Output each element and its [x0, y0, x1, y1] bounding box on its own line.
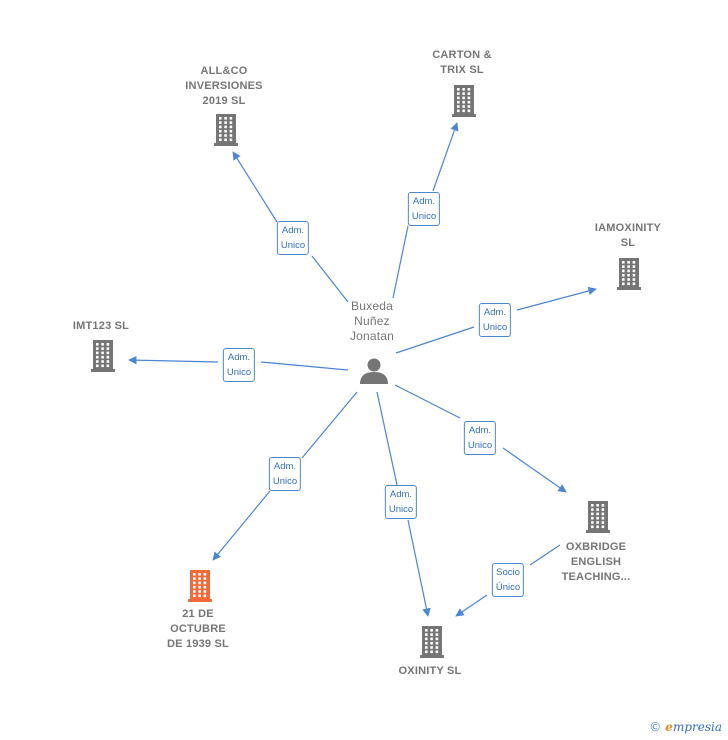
company-label-oxbridge[interactable]: OXBRIDGE ENGLISH TEACHING... — [551, 540, 641, 585]
edge-e-imt123 — [129, 360, 349, 371]
edge-label-line: Unico — [411, 211, 437, 222]
company-label-oxinity[interactable]: OXINITY SL — [382, 664, 478, 679]
company-label-line: 21 DE — [182, 608, 214, 620]
edge-label-line: Unico — [467, 440, 493, 451]
edge-label-iamoxinity: Adm. Unico — [478, 303, 512, 337]
edge-label-line: Adm. — [483, 307, 507, 318]
edge-label-octubre: Adm. Unico — [268, 457, 302, 491]
edge-label-imt123: Adm. Unico — [222, 348, 256, 382]
company-label-line: SL — [620, 237, 636, 249]
edge-label-oxinity: Adm. Unico — [384, 485, 418, 519]
brand-name: mpresia — [672, 720, 722, 734]
company-label-line: OXBRIDGE — [565, 541, 627, 553]
edge-e-allco — [233, 152, 349, 303]
person-name-line: Jonatan — [349, 329, 395, 343]
edge-label-carton: Adm. Unico — [407, 192, 441, 226]
edge-e-socio — [456, 544, 561, 616]
person-name-label: Buxeda Nuñez Jonatan — [342, 299, 402, 344]
edge-e-oxbridge — [394, 384, 566, 492]
company-label-line: CARTON & — [432, 49, 492, 61]
copyright-icon: © — [649, 720, 662, 734]
edge-label-line: Adm. — [468, 425, 492, 436]
edge-e-oxinity — [376, 391, 428, 616]
edge-e-octubre — [213, 391, 358, 560]
edge-label-oxbridge: Adm. Unico — [463, 421, 497, 455]
company-label-line: IMT123 SL — [72, 320, 130, 332]
company-label-carton[interactable]: CARTON & TRIX SL — [417, 48, 507, 78]
company-label-octubre[interactable]: 21 DE OCTUBRE DE 1939 SL — [148, 607, 248, 652]
company-label-line: TEACHING... — [561, 571, 631, 583]
edge-label-line: Adm. — [273, 461, 297, 472]
company-label-line: DE 1939 SL — [167, 638, 229, 650]
company-label-line: INVERSIONES — [185, 80, 263, 92]
company-label-imt123[interactable]: IMT123 SL — [56, 319, 146, 334]
company-label-line: ENGLISH — [570, 556, 622, 568]
company-label-line: TRIX SL — [440, 64, 484, 76]
edge-label-allco: Adm. Unico — [276, 221, 310, 255]
edge-label-line: Unico — [280, 240, 306, 251]
brand-initial: e — [665, 720, 673, 734]
edge-label-line: Adm. — [412, 196, 436, 207]
building-icon-carton[interactable] — [452, 85, 476, 117]
company-label-line: IAMOXINITY — [594, 222, 662, 234]
person-name-line: Buxeda — [351, 299, 393, 313]
building-icon-iamoxinity[interactable] — [617, 258, 641, 290]
edge-e-carton — [392, 123, 457, 299]
building-icon-oxbridge[interactable] — [586, 501, 610, 533]
company-label-iamoxinity[interactable]: IAMOXINITY SL — [583, 221, 673, 251]
edge-label-line: Adm. — [227, 352, 251, 363]
edge-label-line: Adm. — [281, 225, 305, 236]
company-label-line: OCTUBRE — [170, 623, 226, 635]
edge-label-line: Unico — [272, 476, 298, 487]
person-icon[interactable] — [360, 358, 388, 385]
brand-logo: ©empresia — [649, 720, 722, 734]
edge-label-line: Unico — [482, 322, 508, 333]
edge-label-line: Socio — [496, 567, 520, 578]
company-label-line: OXINITY SL — [398, 665, 462, 677]
company-label-allco[interactable]: ALL&CO INVERSIONES 2019 SL — [174, 64, 274, 109]
building-icon-oxinity[interactable] — [420, 626, 444, 658]
company-label-line: 2019 SL — [202, 95, 246, 107]
building-icon-allco[interactable] — [214, 114, 238, 146]
edge-label-line: Adm. — [389, 489, 413, 500]
edge-label-line: Unico — [226, 367, 252, 378]
building-icon-imt123[interactable] — [91, 340, 115, 372]
edge-label-line: Único — [495, 582, 521, 593]
building-icon-octubre[interactable] — [188, 570, 212, 602]
edge-e-iamoxinity — [395, 289, 596, 354]
person-name-line: Nuñez — [354, 314, 390, 328]
company-label-line: ALL&CO — [200, 65, 248, 77]
edge-label-line: Unico — [388, 504, 414, 515]
